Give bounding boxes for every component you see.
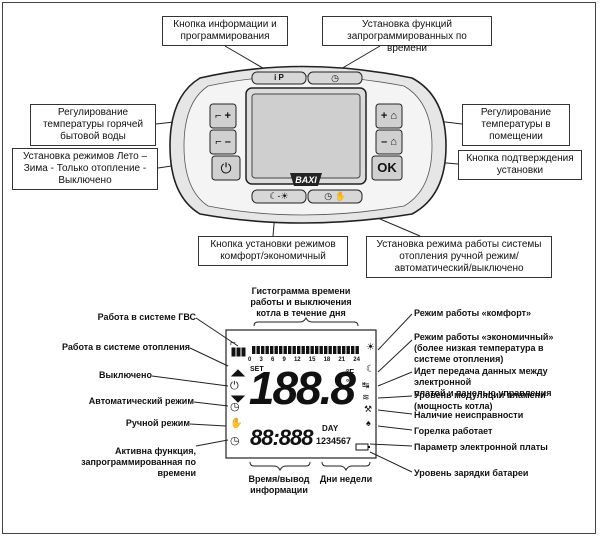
data-transfer-icon: ↹ xyxy=(362,380,370,390)
day-label: DAY xyxy=(322,424,339,433)
label-manual-mode: Ручной режим xyxy=(125,418,190,428)
hour-tick: 3 xyxy=(259,357,263,363)
callout-mode-select: Установка режимов Лето – Зима - Только о… xyxy=(12,148,158,190)
clock-icon: ◷ xyxy=(230,401,240,413)
label-auto-mode: Автоматический режим xyxy=(88,396,194,406)
power-button[interactable]: ⏻ xyxy=(212,156,240,180)
room-minus-button[interactable]: – ⌂ xyxy=(376,130,402,154)
callout-timer-functions: Установка функций запрограммированных по… xyxy=(322,16,492,54)
hour-tick: 6 xyxy=(270,357,275,363)
power-icon: ⏻ xyxy=(230,380,239,392)
house-icon: ⌂ xyxy=(390,110,398,122)
hour-tick: 9 xyxy=(282,357,286,363)
label-board-param: Параметр электронной платы xyxy=(414,442,548,452)
plus-sign: + xyxy=(224,110,231,122)
label-heating-work: Работа в системе отопления xyxy=(62,342,190,352)
plus-sign: + xyxy=(380,110,388,122)
flame-icon: ♠ xyxy=(366,418,371,428)
unit-fahrenheit: °F xyxy=(346,368,355,377)
house-icon: ⌂ xyxy=(390,136,397,148)
label-burner: Горелка работает xyxy=(414,426,493,436)
hour-tick: 0 xyxy=(248,357,252,363)
tap-icon: ⌐ xyxy=(215,110,222,122)
day-numbers: 1234567 xyxy=(316,436,352,446)
hand-icon: ✋ xyxy=(230,418,243,429)
heating-mode-button[interactable]: ◷ ✋ xyxy=(308,190,362,203)
clock-icon: ◷ xyxy=(331,73,339,83)
timer-button[interactable]: ◷ xyxy=(308,72,362,84)
label-fault: Наличие неисправности xyxy=(414,410,524,420)
set-label: SET xyxy=(250,366,264,373)
lcd-clock-digits: 88:888 xyxy=(250,425,314,450)
label-histogram: Гистограмма времени работы и выключения … xyxy=(250,286,352,318)
moon-icon: ☾ xyxy=(366,364,375,375)
label-comfort: Режим работы «комфорт» xyxy=(414,308,532,318)
callout-ok-button: Кнопка подтверждения установки xyxy=(458,150,582,180)
comfort-eco-icon: ☾-☀ xyxy=(269,191,289,201)
minus-sign: – xyxy=(224,136,231,148)
minus-sign: – xyxy=(381,136,388,148)
info-program-icon: i P xyxy=(274,73,284,82)
callout-dhw-temp: Регулирование температуры горячей бытово… xyxy=(30,104,156,146)
auto-manual-icon: ◷ ✋ xyxy=(324,191,346,201)
label-dhw-work: Работа в системе ГВС xyxy=(97,312,196,322)
dhw-minus-button[interactable]: ⌐ – xyxy=(210,130,236,154)
hour-tick: 18 xyxy=(323,357,331,363)
power-icon: ⏻ xyxy=(220,160,232,176)
callout-info-button: Кнопка информации и программирования xyxy=(162,16,288,46)
label-timer-active: Активна функция, запрограммированная по … xyxy=(81,446,196,478)
label-economy: Режим работы «экономичный» (более низкая… xyxy=(414,332,554,364)
hour-tick: 12 xyxy=(293,357,301,363)
figure-frame xyxy=(2,2,596,534)
hour-scale: 0 3 6 9 12 15 18 21 24 xyxy=(248,356,360,365)
hour-tick: 15 xyxy=(308,357,316,363)
info-button[interactable]: i P xyxy=(252,72,306,84)
label-off: Выключено xyxy=(98,370,152,380)
label-time-info: Время/вывод информации xyxy=(248,474,310,495)
room-plus-button[interactable]: + ⌂ xyxy=(376,104,402,128)
label-battery: Уровень зарядки батареи xyxy=(414,468,529,478)
comfort-eco-button[interactable]: ☾-☀ xyxy=(252,190,306,203)
label-weekdays: Дни недели xyxy=(319,474,373,484)
sun-icon: ☀ xyxy=(366,342,375,353)
dhw-plus-button[interactable]: ⌐ + xyxy=(210,104,236,128)
hour-tick: 21 xyxy=(338,357,346,363)
ok-button[interactable]: OK xyxy=(377,160,397,175)
lcd-main-digits: 188.8 xyxy=(248,362,356,414)
callout-heating-mode: Установка режима работы системы отоплени… xyxy=(366,236,552,278)
wrench-icon: ⚒ xyxy=(364,404,373,414)
timer-clock-icon: ◷ xyxy=(230,435,240,447)
tap-icon: ⌐ xyxy=(215,136,222,148)
hour-tick: 24 xyxy=(353,357,360,363)
brand-logo: BAXI xyxy=(295,175,317,185)
callout-comfort-eco: Кнопка установки режимов комфорт/экономи… xyxy=(198,236,348,266)
label-modulation: Уровень модуляции пламени (мощность котл… xyxy=(414,390,546,411)
callout-room-temp: Регулирование температуры в помещении xyxy=(462,104,570,146)
label-data-transfer: Идет передача данных между электронной п… xyxy=(414,366,552,398)
dhw-tap-icon: ⌐ xyxy=(230,338,236,349)
flame-level-icon: ≋ xyxy=(362,392,370,402)
unit-celsius: °C xyxy=(346,378,355,387)
